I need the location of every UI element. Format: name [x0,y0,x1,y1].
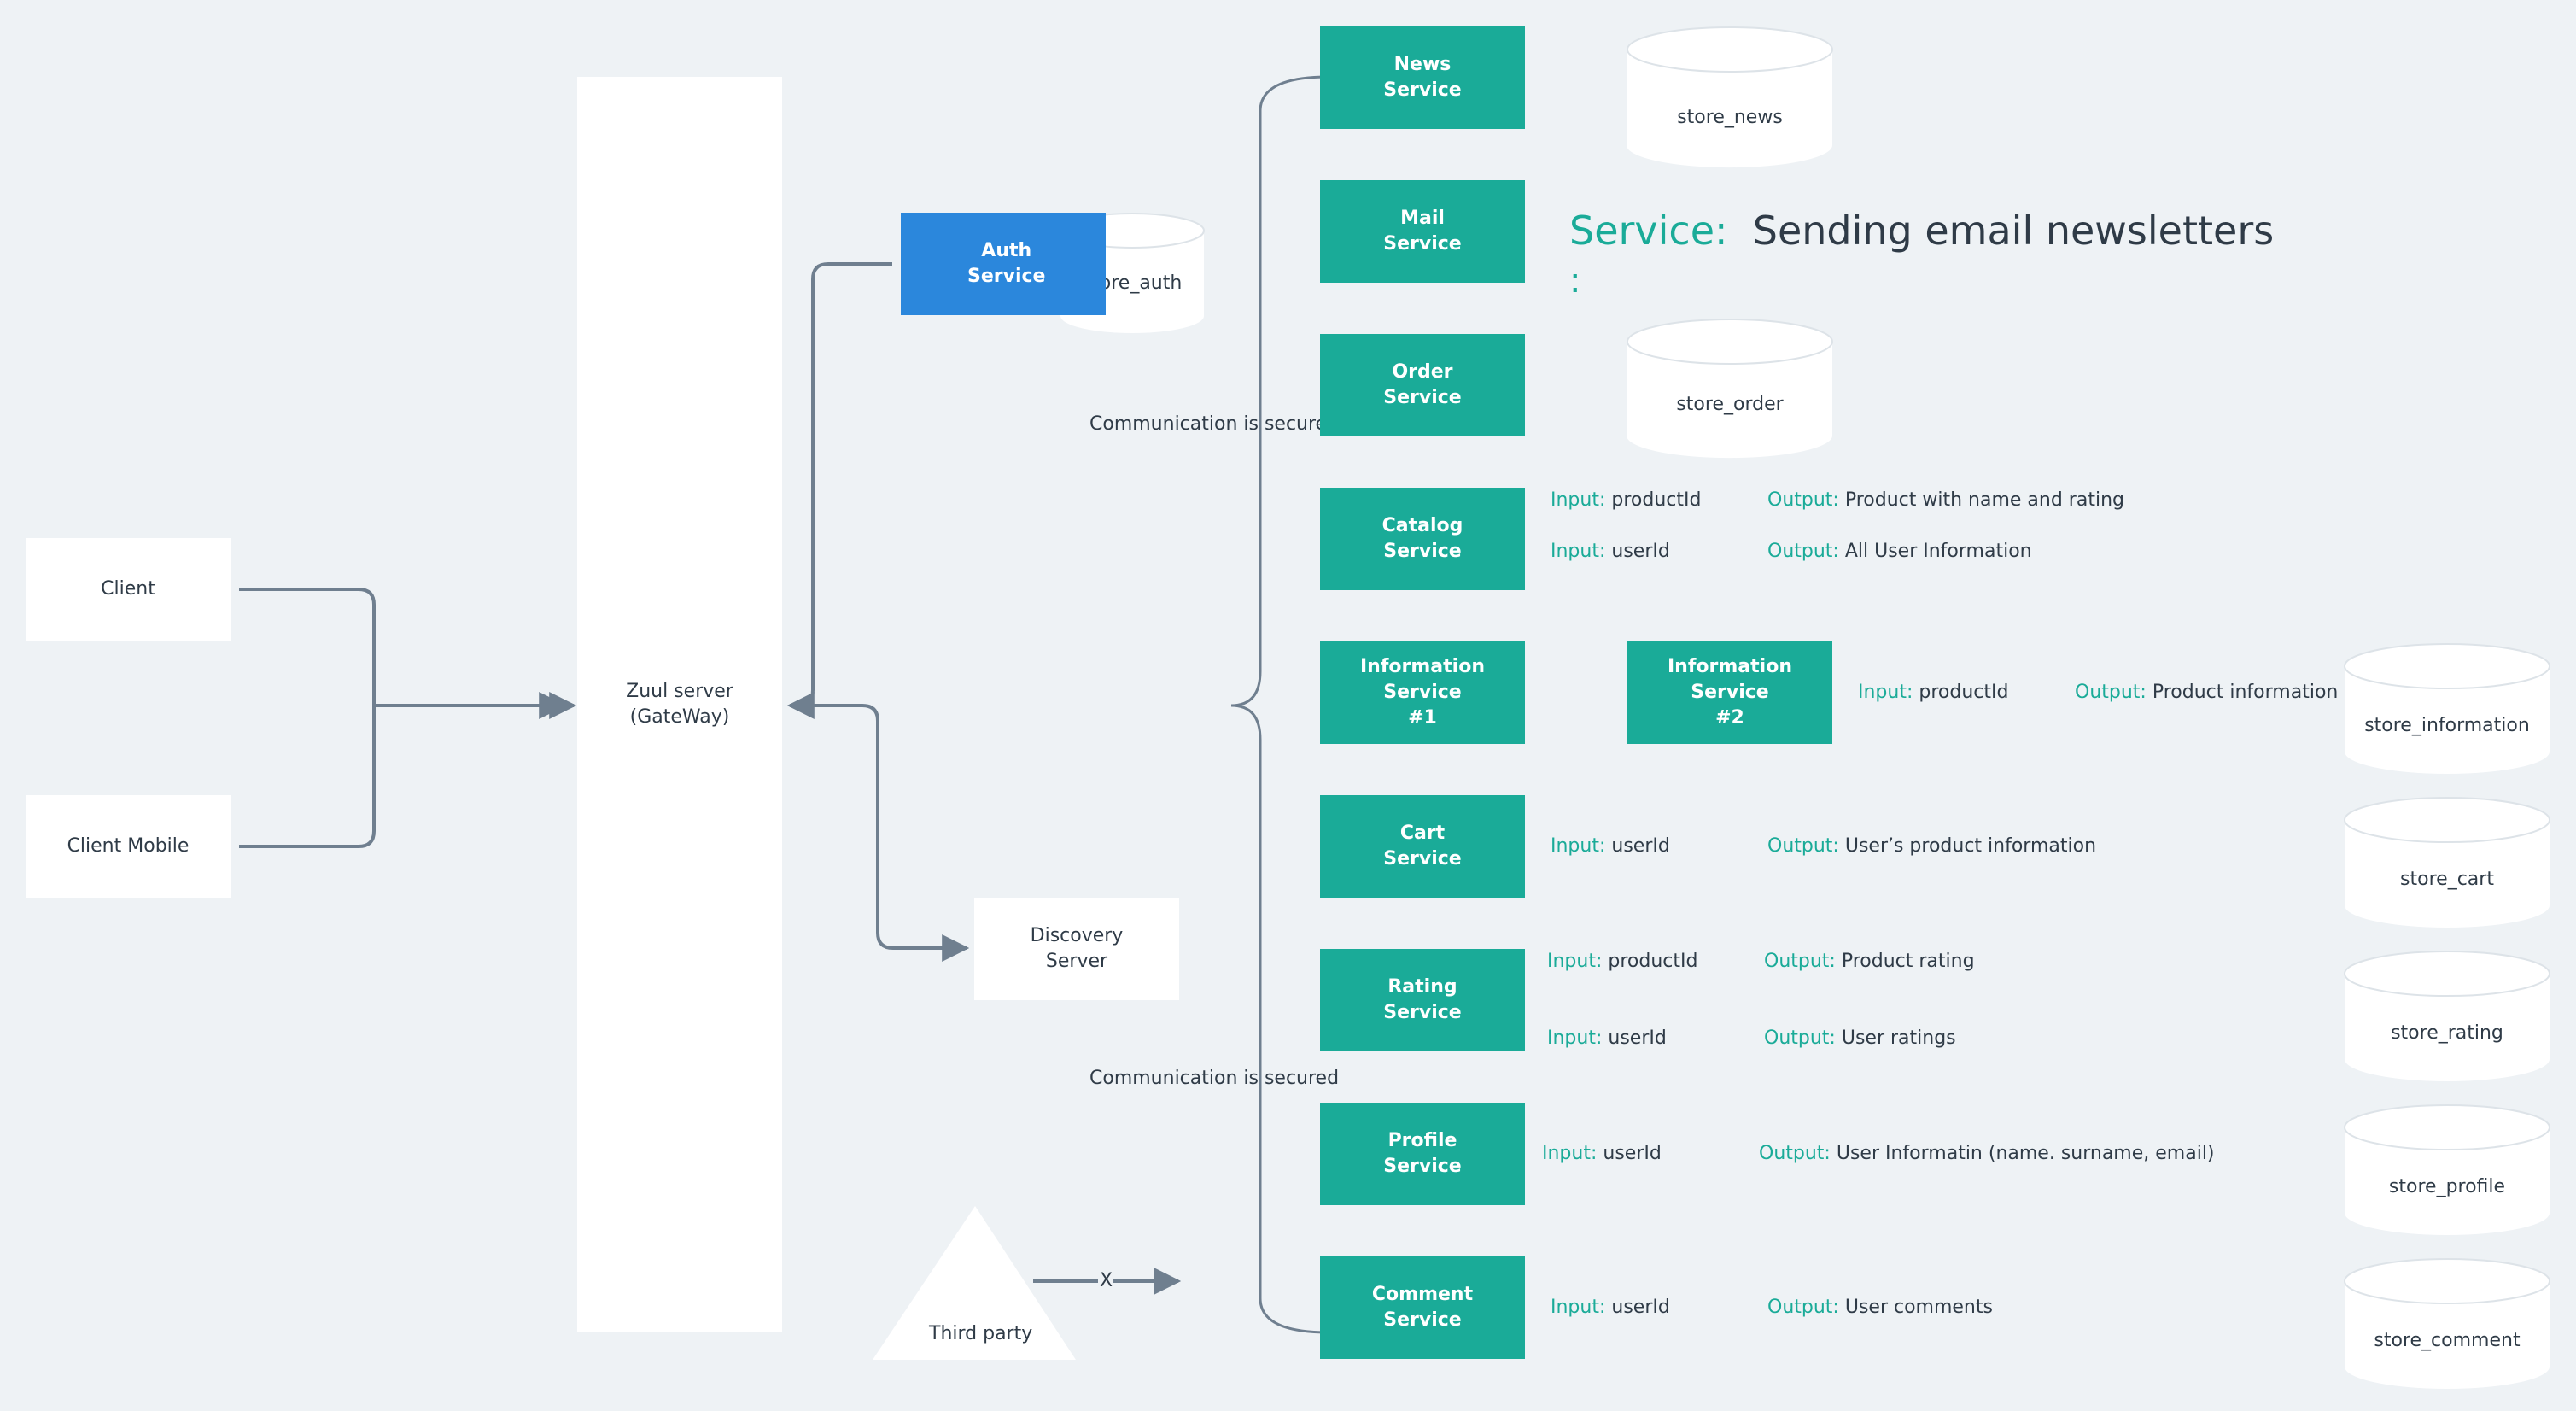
secured-note-top: Communication is secured [1089,413,1340,435]
db-store-comment: store_comment [2344,1258,2550,1389]
headline-key: Service: [1569,208,1728,254]
gateway-auth-connector [786,262,892,719]
information-service-2-node[interactable]: Information Service #2 [1627,641,1832,744]
headline-value: Sending email newsletters [1752,208,2275,254]
db-store-information-label: store_information [2364,715,2530,736]
client-node[interactable]: Client [26,538,231,641]
cart-output: Output: User’s product information [1767,835,2097,857]
rating-service-node[interactable]: Rating Service [1320,949,1525,1051]
catalog-input-2: Input: userId [1551,541,1670,562]
mail-service-node[interactable]: Mail Service [1320,180,1525,283]
client-connector [239,588,376,706]
news-service-node[interactable]: News Service [1320,26,1525,129]
db-store-news: store_news [1627,26,1833,168]
rating-output-2: Output: User ratings [1764,1028,1956,1049]
information-output: Output: Product information [2075,682,2339,703]
db-store-cart-label: store_cart [2400,869,2494,890]
rating-input-1: Input: productId [1547,951,1698,972]
db-store-news-label: store_news [1677,107,1783,128]
order-service-node[interactable]: Order Service [1320,334,1525,436]
db-store-profile-label: store_profile [2389,1176,2505,1197]
discovery-server-node[interactable]: Discovery Server [974,898,1179,1000]
rating-output-1: Output: Product rating [1764,951,1975,972]
comment-output: Output: User comments [1767,1297,1993,1318]
rating-input-2: Input: userId [1547,1028,1667,1049]
mail-service-headline: Service: Sending email newsletters [1569,207,2274,255]
profile-service-node[interactable]: Profile Service [1320,1103,1525,1205]
profile-output: Output: User Informatin (name. surname, … [1759,1143,2215,1164]
services-brace [1230,75,1329,1334]
secured-note-bottom: Communication is secured [1089,1068,1340,1089]
cart-input: Input: userId [1551,835,1670,857]
db-store-order: store_order [1627,319,1833,459]
db-store-information: store_information [2344,643,2550,774]
catalog-input-1: Input: productId [1551,489,1702,511]
information-service-1-node[interactable]: Information Service #1 [1320,641,1525,744]
information-input: Input: productId [1858,682,2009,703]
db-store-rating: store_rating [2344,951,2550,1081]
gateway-node[interactable]: Zuul server (GateWay) [577,77,782,1332]
catalog-output-2: Output: All User Information [1767,541,2032,562]
catalog-output-1: Output: Product with name and rating [1767,489,2124,511]
db-store-rating-label: store_rating [2391,1022,2503,1044]
comment-input: Input: userId [1551,1297,1670,1318]
third-party-blocked-mark: X [1100,1270,1113,1291]
db-store-order-label: store_order [1676,394,1784,415]
cart-service-node[interactable]: Cart Service [1320,795,1525,898]
third-party-triangle [873,1206,1076,1360]
client-mobile-node[interactable]: Client Mobile [26,795,231,898]
headline-colon: : [1569,261,1581,301]
gateway-discovery-connector [790,704,970,962]
third-party-label: Third party [929,1323,1033,1344]
auth-service-node[interactable]: Auth Service [901,213,1106,315]
client-mobile-connector [239,706,376,848]
db-store-comment-label: store_comment [2374,1330,2521,1351]
db-store-cart: store_cart [2344,797,2550,928]
db-store-profile: store_profile [2344,1104,2550,1235]
comment-service-node[interactable]: Comment Service [1320,1256,1525,1359]
catalog-service-node[interactable]: Catalog Service [1320,488,1525,590]
profile-input: Input: userId [1542,1143,1662,1164]
